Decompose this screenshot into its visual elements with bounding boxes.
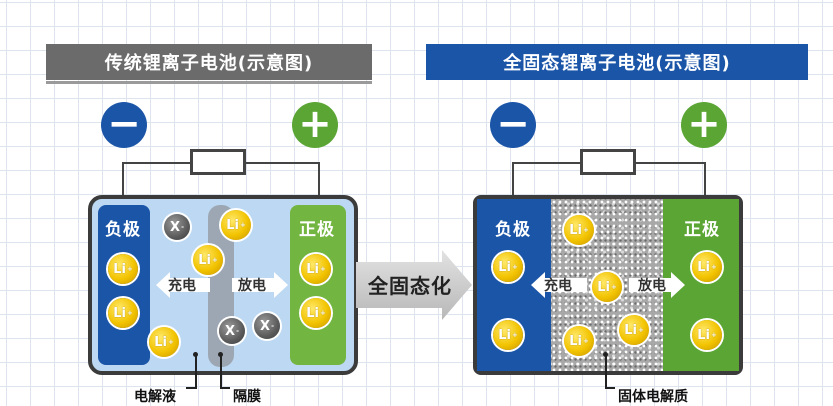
circuit-wire (512, 162, 582, 164)
circuit-wire (122, 162, 124, 198)
circuit-wire (318, 162, 320, 198)
separator-label: 隔膜 (233, 389, 261, 405)
circuit-wire (634, 162, 706, 164)
lithium-ion-icon: Li+ (301, 298, 331, 328)
discharge-label: 放电 (238, 278, 266, 294)
lithium-ion-icon: Li+ (564, 326, 594, 356)
circuit-wire (122, 162, 192, 164)
lithium-ion-icon: Li+ (193, 245, 223, 275)
positive-terminal-icon: + (292, 102, 338, 148)
discharge-arrow-icon (629, 272, 685, 298)
lithium-ion-icon: Li+ (493, 252, 523, 282)
lithium-ion-icon: Li+ (221, 210, 251, 240)
lithium-ion-icon: Li+ (108, 298, 138, 328)
lithium-ion-icon: Li+ (301, 254, 331, 284)
discharge-arrow-icon (232, 272, 288, 298)
electrolyte-leader-line (195, 354, 197, 388)
resistor (580, 149, 636, 175)
negative-electrode-label: 负极 (495, 220, 531, 240)
anion-icon: X- (164, 214, 190, 240)
separator-leader-line (220, 354, 222, 388)
solid-electrolyte-leader-line (605, 387, 615, 389)
separator-leader-line (220, 387, 230, 389)
lithium-ion-icon: Li+ (619, 315, 649, 345)
lithium-ion-icon: Li+ (493, 320, 523, 350)
positive-electrode-label: 正极 (684, 220, 720, 240)
charge-label: 充电 (168, 278, 196, 294)
lithium-ion-icon: Li+ (592, 272, 622, 302)
positive-electrode-label: 正极 (299, 220, 335, 240)
anion-icon: X- (219, 318, 245, 344)
solid-electrolyte-label: 固体电解质 (618, 389, 688, 405)
lithium-ion-icon: Li+ (108, 254, 138, 284)
electrolyte-label: 电解液 (134, 389, 176, 405)
lithium-ion-icon: Li+ (149, 327, 179, 357)
negative-terminal-icon: − (101, 102, 147, 148)
solid-state-battery-header: 全固态锂离子电池(示意图) (426, 44, 808, 80)
charge-arrow-icon (531, 272, 587, 298)
lithium-ion-icon: Li+ (564, 215, 594, 245)
negative-electrode-label: 负极 (105, 220, 141, 240)
charge-label: 充电 (544, 278, 572, 294)
circuit-wire (512, 162, 514, 198)
circuit-wire (244, 162, 320, 164)
charge-arrow-icon (156, 272, 210, 298)
transform-label: 全固态化 (368, 274, 452, 298)
lithium-ion-icon: Li+ (692, 252, 722, 282)
transform-arrow-icon (356, 250, 472, 320)
positive-terminal-icon: + (681, 102, 727, 148)
positive-electrode (290, 205, 346, 365)
lithium-ion-icon: Li+ (692, 320, 722, 350)
electrolyte-leader-line (186, 387, 197, 389)
negative-terminal-icon: − (490, 102, 536, 148)
anion-icon: X- (254, 313, 280, 339)
resistor (190, 149, 246, 175)
solid-electrolyte-leader-line (605, 354, 607, 388)
negative-electrode (98, 205, 150, 365)
circuit-wire (704, 162, 706, 198)
discharge-label: 放电 (638, 278, 666, 294)
traditional-battery-header: 传统锂离子电池(示意图) (46, 44, 372, 84)
